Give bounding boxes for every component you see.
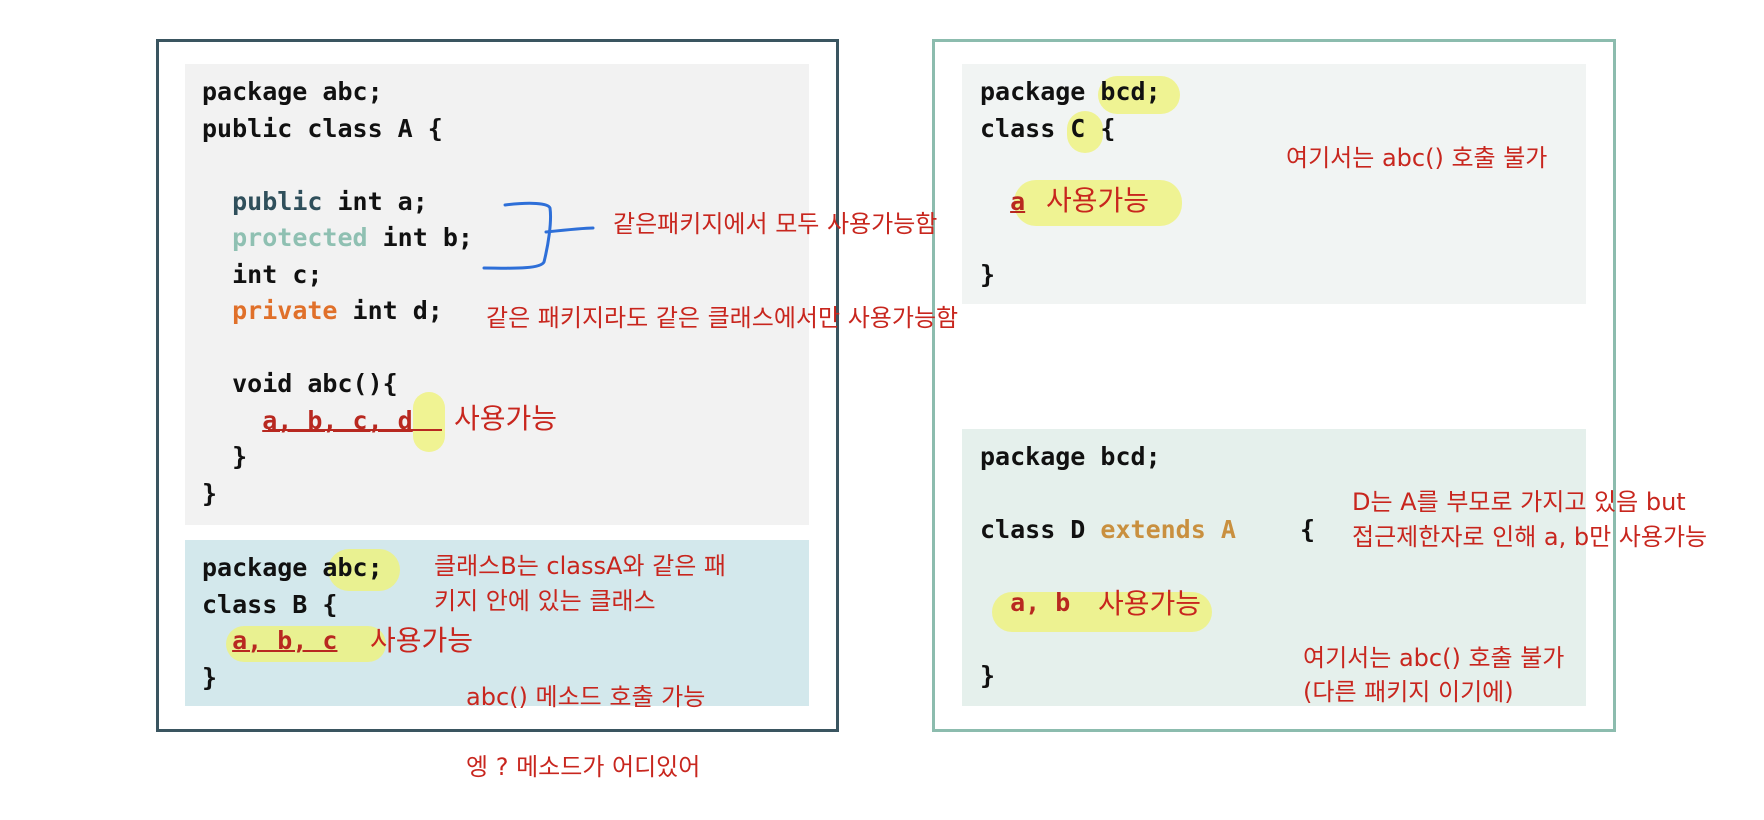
- field-d-decl: int d;: [337, 296, 443, 325]
- class-b-declaration: class B {: [202, 589, 338, 619]
- class-a-usage-label: 사용가능: [454, 402, 558, 435]
- highlight-abc-vars-b: [226, 626, 386, 662]
- package-abc-frame: [156, 39, 839, 732]
- class-c-declaration: class C {: [980, 113, 1116, 143]
- method-abc-signature: void abc(){: [232, 369, 398, 398]
- keyword-public: public: [232, 186, 323, 216]
- highlight-abc-b: [328, 549, 400, 591]
- class-b-panel: [185, 540, 809, 706]
- method-close-brace: }: [232, 442, 248, 471]
- class-c-usage-label: 사용가능: [1046, 184, 1150, 217]
- package-bcd-frame: [932, 39, 1616, 732]
- class-c-package-line: package bcd;: [980, 77, 1161, 106]
- class-d-usage-vars: a, b: [1010, 588, 1071, 617]
- note-d-parent-line1: D는 A를 부모로 가지고 있음 but: [1352, 488, 1686, 516]
- class-b-code: package abc; class B { a, b, c }: [202, 550, 383, 696]
- note-where-is-method: 엥 ? 메소드가 어디있어: [466, 753, 701, 781]
- keyword-private: private: [232, 296, 338, 325]
- class-c-usage-vars: a: [1010, 186, 1026, 216]
- class-a-declaration: public class A {: [202, 113, 443, 143]
- note-class-b-line1: 클래스B는 classA와 같은 패: [434, 552, 726, 580]
- class-d-parent-name: A: [1205, 515, 1236, 544]
- highlight-bcd-c: [1098, 76, 1180, 114]
- field-c-decl: int c;: [232, 259, 323, 289]
- note-c-abc-not-callable: 여기서는 abc() 호출 불가: [1286, 144, 1548, 172]
- field-b-decl: int b;: [367, 223, 473, 252]
- class-b-close-brace: }: [202, 662, 218, 692]
- keyword-protected: protected: [232, 223, 368, 252]
- class-d-code: package bcd; class D extends A a, b }: [980, 439, 1236, 695]
- class-c-close-brace: }: [980, 259, 996, 289]
- note-private-only-same-class: 같은 패키지라도 같은 클래스에서만 사용가능함: [486, 304, 959, 332]
- keyword-extends: extends: [1100, 515, 1206, 544]
- class-d-usage-label: 사용가능: [1098, 587, 1202, 620]
- class-b-usage-vars: a, b, c: [232, 626, 338, 655]
- class-a-code: package abc; public class A { public int…: [202, 74, 473, 512]
- class-d-package-line: package bcd;: [980, 442, 1161, 471]
- note-same-package-all: 같은패키지에서 모두 사용가능함: [613, 210, 938, 238]
- note-d-parent-line2: 접근제한자로 인해 a, b만 사용가능: [1352, 523, 1708, 551]
- class-d-close-brace: }: [980, 661, 996, 690]
- class-b-package-line: package abc;: [202, 553, 383, 582]
- note-abc-callable: abc() 메소드 호출 가능: [466, 683, 706, 711]
- note-d-abc-not-callable-line2: (다른 패키지 이기에): [1303, 678, 1514, 706]
- class-b-usage-label: 사용가능: [370, 624, 474, 657]
- class-a-usage-vars: a, b, c, d: [262, 405, 413, 435]
- highlight-ab-usage-d: [992, 592, 1212, 632]
- field-a-decl: int a;: [322, 186, 428, 216]
- note-d-abc-not-callable-line1: 여기서는 abc() 호출 불가: [1303, 644, 1565, 672]
- class-c-code: package bcd; class C { a }: [980, 74, 1161, 293]
- class-d-panel: [962, 429, 1586, 706]
- highlight-c-name: [1067, 111, 1103, 153]
- highlight-d: [413, 392, 445, 452]
- class-a-package-line: package abc;: [202, 77, 383, 106]
- highlight-a-usage-c: [1014, 180, 1182, 226]
- class-a-close-brace: }: [202, 478, 218, 508]
- class-d-declaration-prefix: class D: [980, 515, 1101, 544]
- class-a-panel: [185, 64, 809, 525]
- class-d-open-brace: {: [1300, 515, 1316, 544]
- note-class-b-line2: 키지 안에 있는 클래스: [434, 587, 656, 615]
